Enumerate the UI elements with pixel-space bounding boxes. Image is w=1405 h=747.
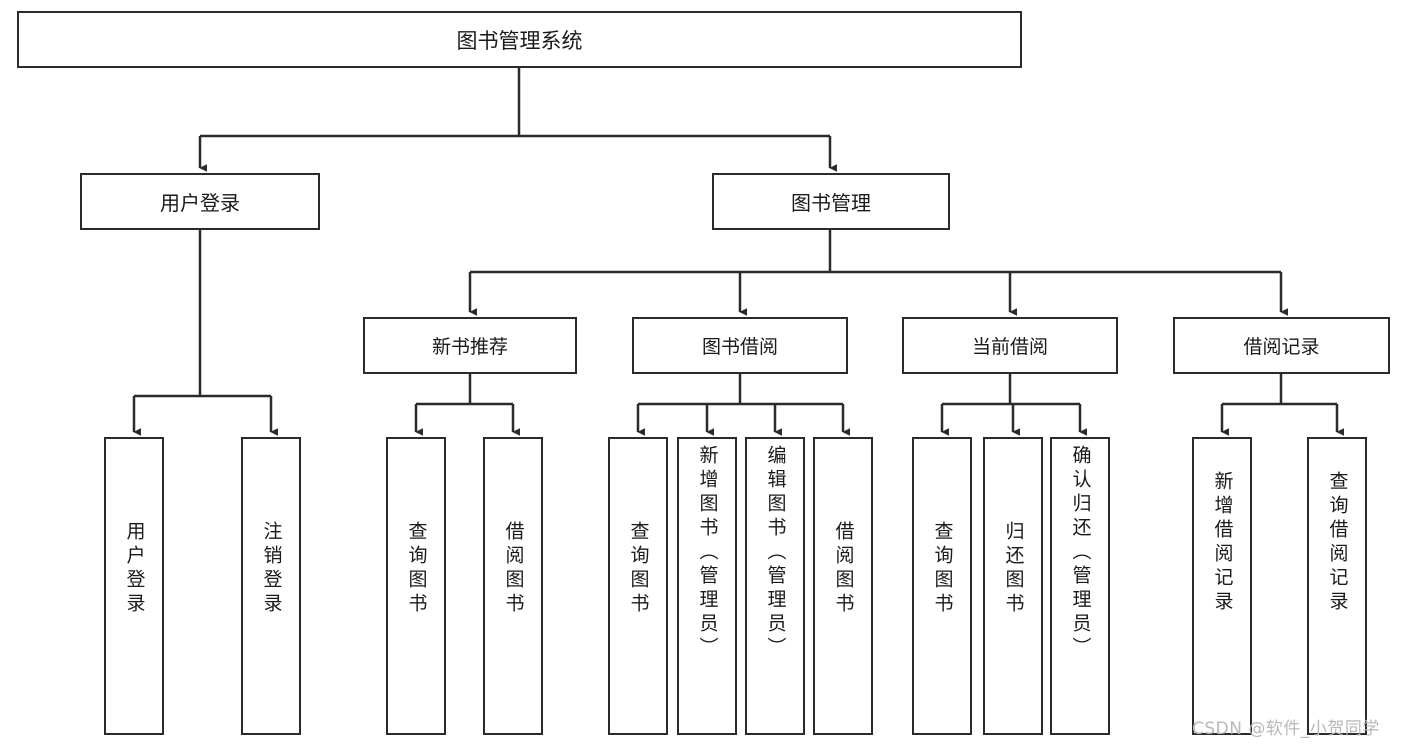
node-leaf-query-book-3-label: 查询图书 [931,521,954,617]
node-leaf-borrow-book-1[interactable]: 借阅图书 [483,437,543,735]
node-current-borrow[interactable]: 当前借阅 [902,317,1118,374]
node-leaf-edit-book-label: 编辑图书（管理员） [764,445,787,661]
node-leaf-add-borrow-record[interactable]: 新增借阅记录 [1192,437,1252,735]
node-leaf-query-book-2[interactable]: 查询图书 [608,437,668,735]
node-leaf-user-login-label: 用户登录 [123,521,146,617]
node-leaf-edit-book[interactable]: 编辑图书（管理员） [745,437,805,735]
node-leaf-borrow-book-1-label: 借阅图书 [502,521,525,617]
node-leaf-confirm-return-label: 确认归还（管理员） [1069,445,1092,661]
node-leaf-return-book[interactable]: 归还图书 [983,437,1043,735]
node-leaf-query-book-1[interactable]: 查询图书 [386,437,446,735]
node-borrow-record-label: 借阅记录 [1243,336,1320,358]
node-leaf-user-login[interactable]: 用户登录 [104,437,164,735]
node-leaf-query-book-1-label: 查询图书 [405,521,428,617]
node-root[interactable]: 图书管理系统 [17,11,1022,68]
node-leaf-logout[interactable]: 注销登录 [241,437,301,735]
node-leaf-add-book-label: 新增图书（管理员） [696,445,719,661]
node-book-manage[interactable]: 图书管理 [712,173,950,230]
node-new-book-recommend[interactable]: 新书推荐 [363,317,577,374]
node-borrow-record[interactable]: 借阅记录 [1173,317,1390,374]
node-leaf-borrow-book-2-label: 借阅图书 [832,521,855,617]
node-leaf-add-book[interactable]: 新增图书（管理员） [677,437,737,735]
node-leaf-add-borrow-record-label: 新增借阅记录 [1211,471,1234,615]
node-user-login-label: 用户登录 [160,191,240,215]
node-book-borrow-label: 图书借阅 [701,336,778,358]
node-leaf-query-book-2-label: 查询图书 [627,521,650,617]
node-leaf-query-borrow-record[interactable]: 查询借阅记录 [1307,437,1367,735]
node-leaf-borrow-book-2[interactable]: 借阅图书 [813,437,873,735]
node-new-book-recommend-label: 新书推荐 [431,336,508,358]
node-leaf-query-borrow-record-label: 查询借阅记录 [1326,471,1349,615]
node-current-borrow-label: 当前借阅 [971,336,1048,358]
node-root-label: 图书管理系统 [456,28,583,53]
node-book-manage-label: 图书管理 [791,191,871,215]
node-leaf-return-book-label: 归还图书 [1002,521,1025,617]
node-user-login[interactable]: 用户登录 [80,173,320,230]
node-leaf-logout-label: 注销登录 [260,521,283,617]
node-book-borrow[interactable]: 图书借阅 [632,317,848,374]
csdn-watermark: CSDN @软件_小贺同学 [1192,719,1380,739]
node-leaf-confirm-return[interactable]: 确认归还（管理员） [1050,437,1110,735]
node-leaf-query-book-3[interactable]: 查询图书 [912,437,972,735]
